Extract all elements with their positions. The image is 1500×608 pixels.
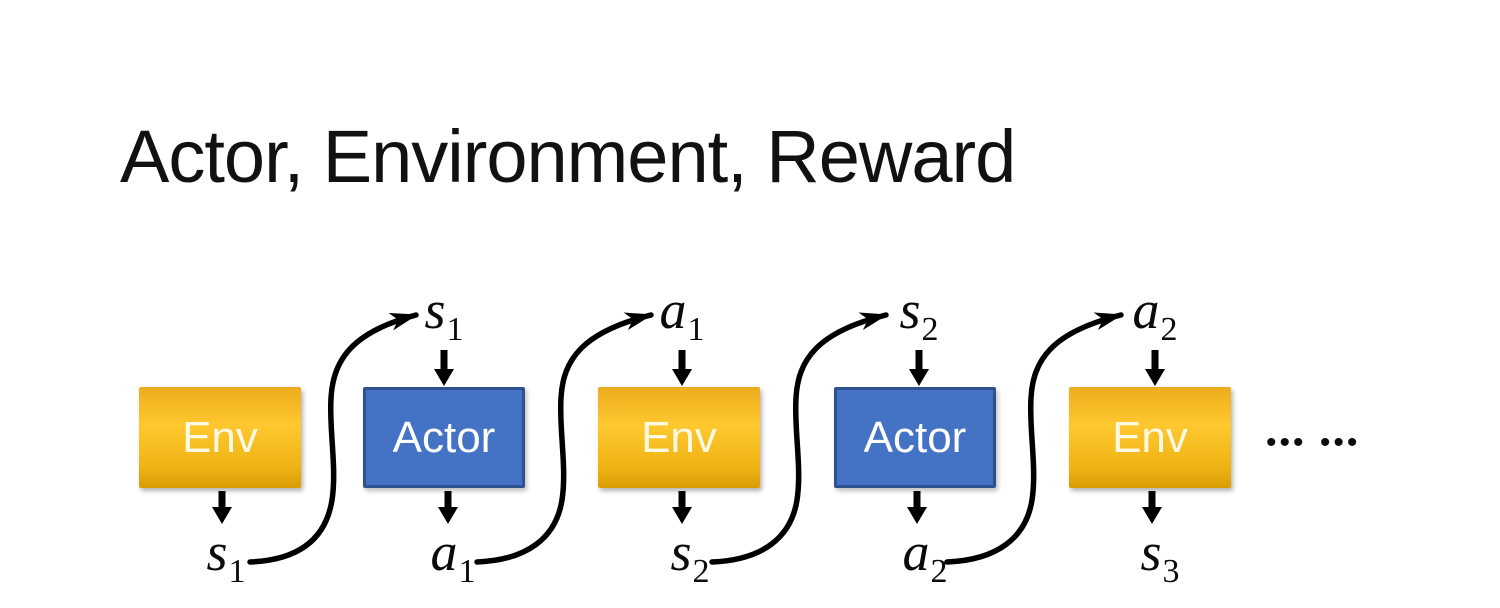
env-box-2-label: Env bbox=[641, 412, 717, 462]
label-a2-bottom: a2 bbox=[903, 522, 948, 602]
label-s1-bottom: s1 bbox=[206, 522, 245, 602]
env-box-3-label: Env bbox=[1112, 412, 1188, 462]
label-s1-top-sub: 1 bbox=[446, 311, 464, 348]
env-box-3: Env bbox=[1069, 387, 1231, 488]
label-s3-bottom-sub: 3 bbox=[1162, 553, 1180, 590]
label-a1-bottom-main: a bbox=[430, 522, 458, 582]
label-a1-top: a1 bbox=[660, 280, 705, 360]
continuation-ellipsis: ••• ••• bbox=[1266, 426, 1361, 459]
curve-arrow-s2 bbox=[709, 312, 889, 565]
label-s2-top-sub: 2 bbox=[921, 311, 939, 348]
label-a2-top: a2 bbox=[1133, 280, 1178, 360]
label-s3-bottom-main: s bbox=[1140, 522, 1162, 582]
label-s2-top: s2 bbox=[899, 280, 938, 360]
label-a2-bottom-sub: 2 bbox=[930, 553, 948, 590]
env-box-1: Env bbox=[139, 387, 301, 488]
label-s2-top-main: s bbox=[899, 280, 921, 340]
env-box-1-label: Env bbox=[182, 412, 258, 462]
label-s2-bottom-main: s bbox=[670, 522, 692, 582]
env-box-2: Env bbox=[598, 387, 760, 488]
actor-box-1-label: Actor bbox=[392, 412, 496, 462]
actor-box-2: Actor bbox=[834, 387, 996, 488]
curve-arrow-s1 bbox=[247, 312, 419, 565]
curve-arrow-a1 bbox=[474, 312, 654, 565]
label-a2-top-main: a bbox=[1132, 280, 1160, 340]
label-a2-bottom-main: a bbox=[902, 522, 930, 582]
label-a1-top-main: a bbox=[659, 280, 687, 340]
actor-box-1: Actor bbox=[363, 387, 525, 488]
label-s2-bottom: s2 bbox=[670, 522, 709, 602]
label-a1-bottom: a1 bbox=[431, 522, 476, 602]
label-s1-bottom-sub: 1 bbox=[228, 553, 246, 590]
slide-title: Actor, Environment, Reward bbox=[120, 115, 1016, 198]
label-a1-top-sub: 1 bbox=[687, 311, 705, 348]
label-a2-top-sub: 2 bbox=[1160, 311, 1178, 348]
label-s1-top-main: s bbox=[424, 280, 446, 340]
label-s2-bottom-sub: 2 bbox=[692, 553, 710, 590]
label-s1-top: s1 bbox=[424, 280, 463, 360]
curve-arrow-a2 bbox=[944, 312, 1124, 565]
label-s1-bottom-main: s bbox=[206, 522, 228, 582]
label-a1-bottom-sub: 1 bbox=[458, 553, 476, 590]
actor-box-2-label: Actor bbox=[863, 412, 967, 462]
label-s3-bottom: s3 bbox=[1140, 522, 1179, 602]
